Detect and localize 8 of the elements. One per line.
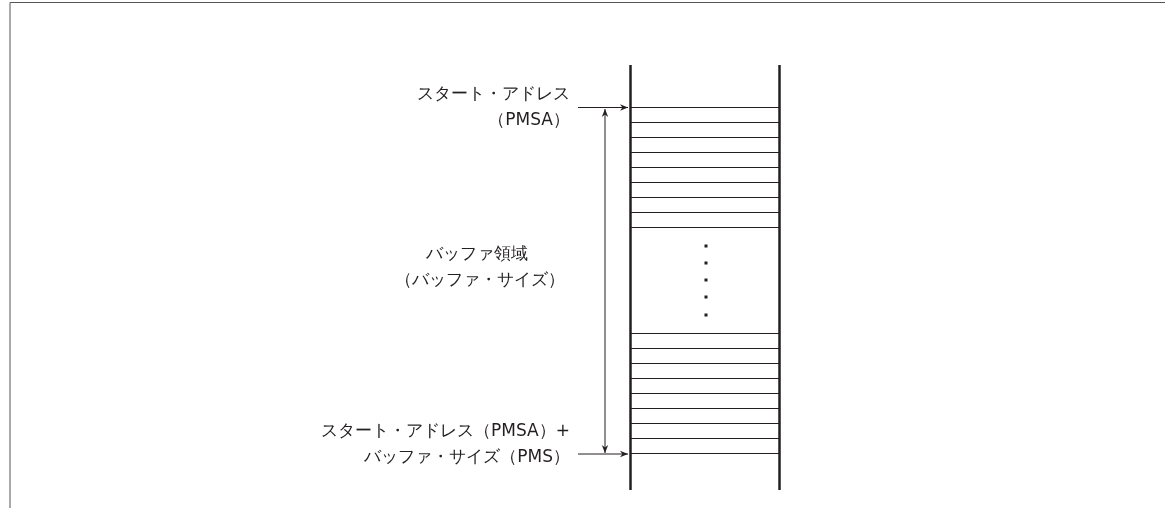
address-label: スタート・アドレス: [417, 82, 570, 104]
address-label: バッファ・サイズ（PMS）: [364, 445, 570, 467]
arrow: [577, 104, 629, 111]
buffer-area-label: バッファ領域: [426, 242, 528, 264]
arrow: [577, 450, 629, 458]
address-label: （PMSA）: [488, 108, 570, 130]
address-label: スタート・アドレス（PMSA）+: [321, 419, 570, 441]
buffer-area-label: （バッファ・サイズ）: [395, 268, 565, 290]
